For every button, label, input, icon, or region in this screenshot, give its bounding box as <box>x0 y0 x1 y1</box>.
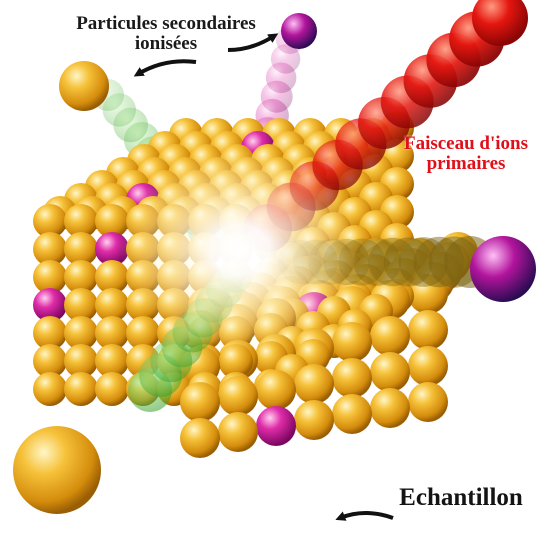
primary-ion <box>472 0 528 46</box>
ejected-gold-particle <box>59 61 109 111</box>
ejected-purple-particle <box>281 13 317 49</box>
ejected-particles <box>13 13 536 514</box>
sample-atom <box>64 344 98 378</box>
secondary-arrow <box>133 59 197 77</box>
sample-atom <box>64 204 98 238</box>
sample-atom <box>408 310 448 350</box>
sample-atom <box>370 316 410 356</box>
sample-atom <box>33 260 67 294</box>
sample-atom <box>332 394 372 434</box>
sample-atom <box>64 232 98 266</box>
sample-atom <box>180 382 220 422</box>
sample-atom <box>219 344 253 378</box>
sample-atom <box>95 204 129 238</box>
sample-atom <box>332 322 372 362</box>
sample-atom <box>408 382 448 422</box>
primary-beam-label: Faisceau d'ions primaires <box>398 134 534 174</box>
sample-atom <box>33 232 67 266</box>
sample-atom <box>256 370 296 410</box>
dark-trail-ball <box>368 237 417 287</box>
sample-atom <box>64 316 98 350</box>
secondary-arrow-2 <box>227 33 279 52</box>
sample-atom <box>95 372 129 406</box>
impurity-atom <box>256 406 296 446</box>
sample-atom <box>95 288 129 322</box>
secondary-label-line2: ionisées <box>134 32 198 54</box>
primary-label-line1: Faisceau d'ions <box>403 133 529 154</box>
impact-flash <box>120 150 360 350</box>
impurity-atom <box>33 288 67 322</box>
ejected-gold-particle-large <box>13 426 101 514</box>
secondary-label-line1: Particules secondaires <box>76 13 256 34</box>
sample-atom <box>180 418 220 458</box>
sample-atom <box>218 412 258 452</box>
sample-atom <box>33 372 67 406</box>
sample-label: Echantillon <box>399 484 523 511</box>
sample-atom <box>218 376 258 416</box>
sample-atom <box>370 352 410 392</box>
sample-atom <box>294 364 334 404</box>
sample-atom <box>64 372 98 406</box>
sample-atom <box>126 316 160 350</box>
dark-trail-ball <box>353 238 402 286</box>
sample-atom <box>95 316 129 350</box>
dark-trail-ball <box>383 237 433 287</box>
sample-atom <box>370 388 410 428</box>
primary-label-line2: primaires <box>426 152 506 174</box>
sample-atom <box>332 358 372 398</box>
sample-atom <box>95 344 129 378</box>
sample-atom <box>64 260 98 294</box>
sample-atom <box>33 204 67 238</box>
sample-atom <box>294 400 334 440</box>
sample-atom <box>33 344 67 378</box>
secondary-particles-label: Particules secondaires ionisées <box>68 14 264 54</box>
sample-atom <box>64 288 98 322</box>
sample-arrow <box>335 511 394 521</box>
sample-atom <box>95 260 129 294</box>
sample-atom <box>408 346 448 386</box>
sample-atom <box>408 274 448 314</box>
ejected-purple-ion <box>470 236 536 302</box>
sample-atom <box>33 316 67 350</box>
